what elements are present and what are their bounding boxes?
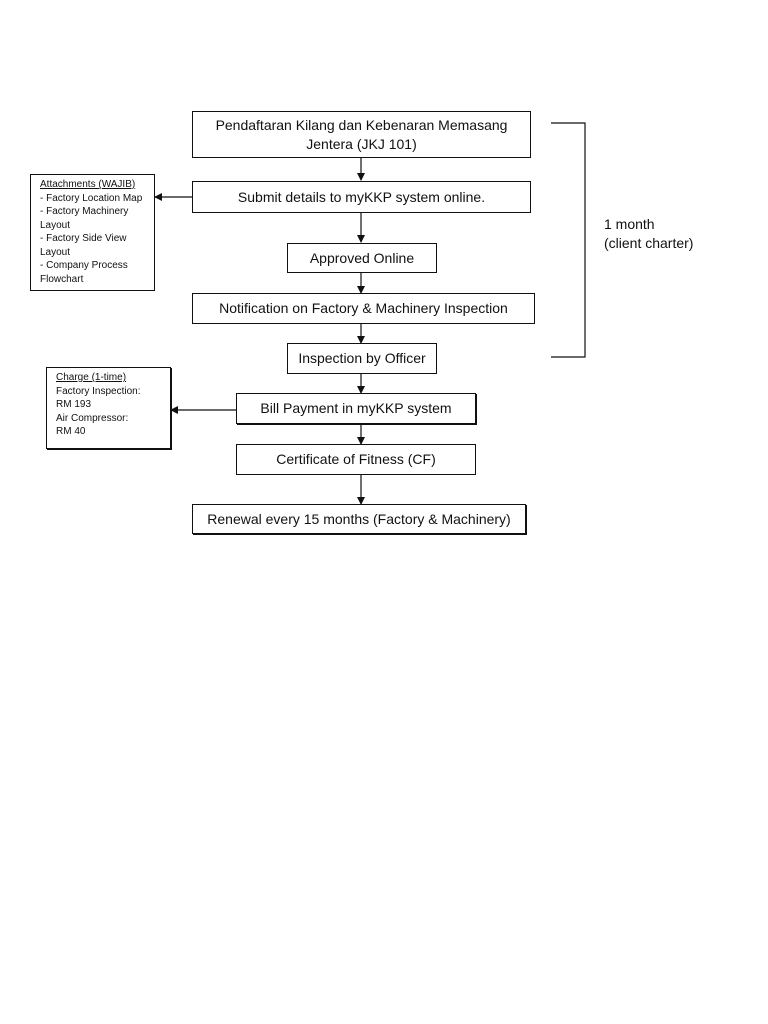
step-bill-payment-label: Bill Payment in myKKP system	[260, 400, 452, 416]
attachments-item: - Factory Machinery	[40, 206, 129, 217]
charge-note: Charge (1-time) Factory Inspection: RM 1…	[46, 367, 171, 449]
step-approved-online-label: Approved Online	[309, 249, 415, 266]
attachments-item: - Company Process	[40, 260, 128, 271]
step-submit-details-box: Submit details to myKKP system online.	[192, 181, 531, 213]
step-renewal-box: Renewal every 15 months (Factory & Machi…	[192, 504, 526, 534]
charge-item: RM 193	[56, 399, 92, 410]
charge-heading: Charge (1-time)	[56, 372, 127, 383]
step-registration-line1: Pendaftaran Kilang dan Kebenaran Memasan…	[215, 116, 508, 133]
step-bill-payment-box: Bill Payment in myKKP system	[236, 393, 476, 424]
attachments-heading: Attachments (WAJIB)	[40, 179, 136, 190]
attachments-item: - Factory Side View	[40, 233, 127, 244]
charge-item: RM 40	[56, 426, 86, 437]
attachments-item: - Factory Location Map	[40, 192, 143, 204]
step-submit-details-label: Submit details to myKKP system online.	[237, 188, 486, 205]
step-inspection-label: Inspection by Officer	[298, 350, 426, 366]
attachments-item: Layout	[40, 246, 71, 258]
attachments-note: Attachments (WAJIB) - Factory Location M…	[30, 174, 155, 291]
step-certificate-box: Certificate of Fitness (CF)	[236, 444, 476, 475]
attachments-item: Flowchart	[40, 273, 84, 285]
attachments-item: Layout	[40, 219, 71, 231]
duration-line2: (client charter)	[604, 235, 694, 251]
one-month-bracket	[551, 122, 586, 358]
step-notification-label: Notification on Factory & Machinery Insp…	[219, 300, 508, 316]
step-renewal-label: Renewal every 15 months (Factory & Machi…	[207, 510, 511, 527]
step-certificate-label: Certificate of Fitness (CF)	[276, 451, 436, 467]
charge-item: Air Compressor:	[56, 412, 129, 424]
step-registration-box: Pendaftaran Kilang dan Kebenaran Memasan…	[192, 111, 531, 158]
step-approved-online-box: Approved Online	[287, 243, 437, 273]
step-notification-box: Notification on Factory & Machinery Insp…	[192, 293, 535, 324]
step-inspection-box: Inspection by Officer	[287, 343, 437, 374]
duration-label: 1 month (client charter)	[604, 215, 693, 253]
charge-item: Factory Inspection:	[56, 385, 141, 397]
duration-line1: 1 month	[604, 216, 655, 232]
step-registration-line2: Jentera (JKJ 101)	[306, 135, 417, 152]
